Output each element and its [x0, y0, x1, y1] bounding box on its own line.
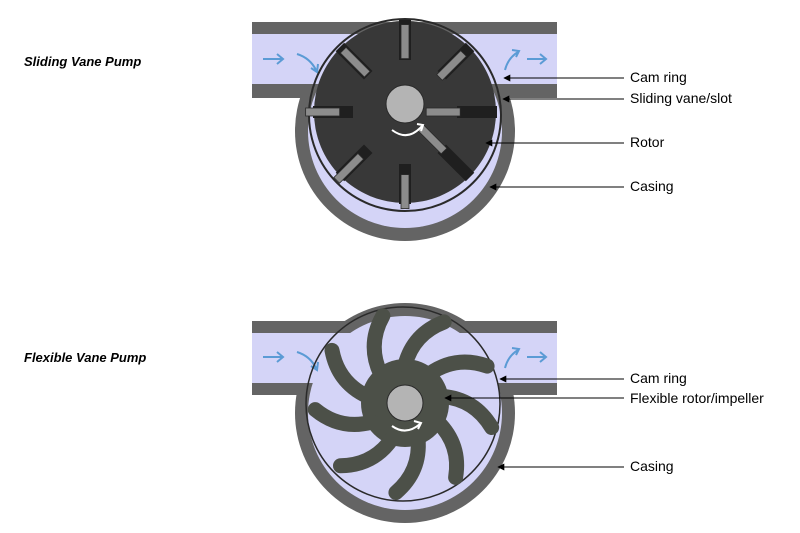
- flexible-impeller: [307, 308, 500, 501]
- impeller-blade: [421, 354, 495, 382]
- label-rotor: Rotor: [630, 134, 665, 150]
- sliding-pump-flow-arrows: [263, 49, 548, 74]
- flexible-rotation-arrow: [391, 423, 421, 432]
- flexible-pump-callouts: [444, 375, 624, 471]
- sliding-vane: [400, 174, 410, 210]
- impeller-blade: [332, 431, 400, 474]
- sliding-vane: [339, 46, 371, 78]
- sliding-pump-rotor-group: [305, 18, 502, 212]
- label-flex-cam-ring: Cam ring: [630, 370, 687, 386]
- vane-slot: [437, 144, 475, 182]
- impeller-blade: [397, 314, 452, 373]
- flexible-rotor-hub: [386, 384, 424, 422]
- label-cam-ring: Cam ring: [630, 69, 687, 85]
- flexible-vane-pump: [252, 303, 624, 523]
- vane-slot: [457, 106, 497, 118]
- impeller-blade: [388, 431, 426, 501]
- sliding-vane: [425, 107, 461, 117]
- flexible-pump-title: Flexible Vane Pump: [24, 350, 147, 365]
- sliding-vane-pump: [252, 18, 624, 241]
- sliding-rotation-arrow: [391, 125, 423, 137]
- sliding-vane: [333, 152, 365, 184]
- flexible-cam-ring: [305, 306, 501, 502]
- impeller-blade: [366, 308, 391, 382]
- flexible-pump-rotor-group: [305, 306, 501, 502]
- sliding-rotor-hub: [385, 84, 425, 124]
- sliding-vane: [400, 24, 410, 60]
- label-casing: Casing: [630, 178, 674, 194]
- label-flex-casing: Casing: [630, 458, 674, 474]
- sliding-vane: [305, 107, 341, 117]
- sliding-vanes: [305, 20, 497, 210]
- sliding-pump-title: Sliding Vane Pump: [24, 54, 142, 69]
- impeller-blade: [307, 402, 380, 432]
- impeller-blade: [430, 414, 465, 485]
- sliding-vane: [436, 50, 467, 81]
- label-sliding-vane: Sliding vane/slot: [630, 90, 732, 106]
- sliding-pump-callouts: [485, 74, 624, 191]
- impeller-blade: [324, 342, 376, 404]
- label-flex-rotor: Flexible rotor/impeller: [630, 390, 764, 406]
